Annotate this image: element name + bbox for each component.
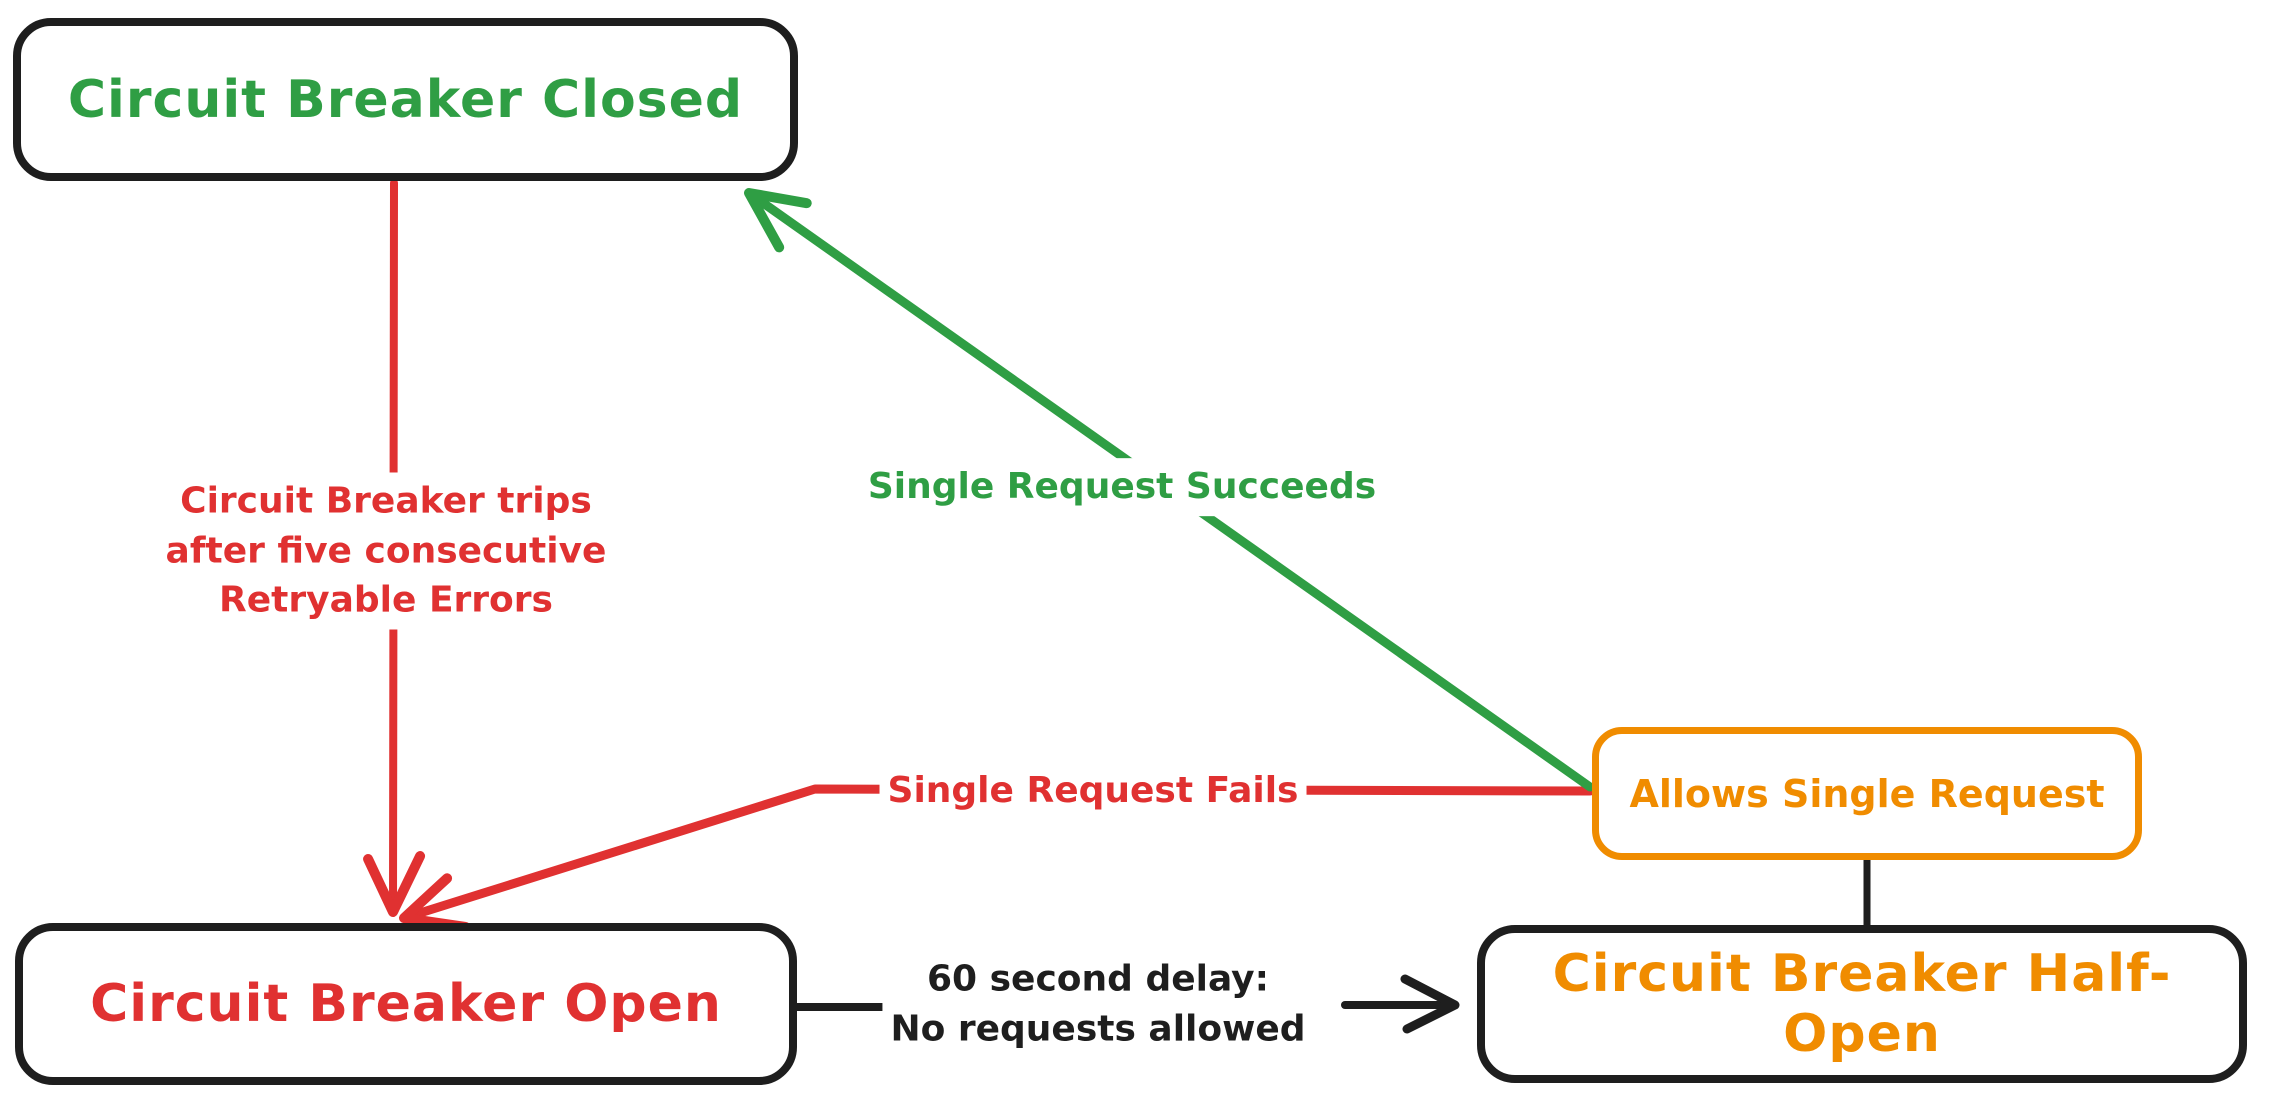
edge-fails-label: Single Request Fails xyxy=(879,762,1307,820)
edge-trips-label-line-1: Circuit Breaker trips xyxy=(180,480,592,522)
edge-delay-label-line-2: No requests allowed xyxy=(890,1008,1306,1049)
edge-fails-arrow xyxy=(399,784,1595,932)
node-allows-single-request-label: Allows Single Request xyxy=(1629,771,2105,816)
node-circuit-breaker-open: Circuit Breaker Open xyxy=(15,923,797,1085)
node-circuit-breaker-closed-label: Circuit Breaker Closed xyxy=(67,69,744,130)
edge-delay-label: 60 second delay: No requests allowed xyxy=(882,950,1314,1058)
node-circuit-breaker-open-label: Circuit Breaker Open xyxy=(90,974,722,1034)
node-allows-single-request: Allows Single Request xyxy=(1592,727,2142,860)
edge-trips-label-line-2: after five consecutive xyxy=(165,530,607,572)
node-circuit-breaker-half-open: Circuit Breaker Half-Open xyxy=(1477,925,2247,1083)
node-circuit-breaker-half-open-label: Circuit Breaker Half-Open xyxy=(1552,944,2172,1064)
edge-trips-label-line-3: Retryable Errors xyxy=(219,579,553,621)
edge-delay-label-line-1: 60 second delay: xyxy=(926,958,1270,1000)
edge-succeeds-label: Single Request Succeeds xyxy=(859,458,1385,516)
edge-trips-label: Circuit Breaker trips after five consecu… xyxy=(157,472,615,630)
node-circuit-breaker-closed: Circuit Breaker Closed xyxy=(13,18,798,181)
